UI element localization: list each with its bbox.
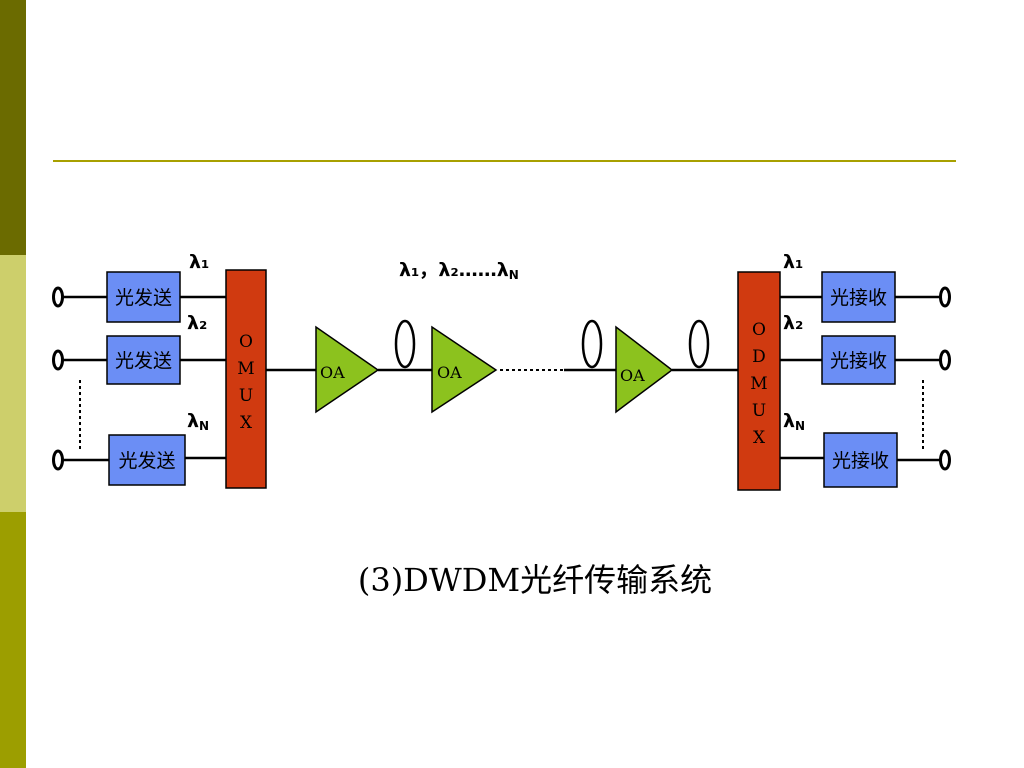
lambda-2-rx: λ₂ — [783, 312, 803, 334]
amplifier-1 — [315, 325, 380, 414]
transmitter-2-label: 光发送 — [115, 350, 172, 372]
odmux-letter: O — [752, 320, 766, 340]
sidebar-top — [0, 0, 26, 255]
receiver-1 — [821, 271, 896, 323]
rx-terminal-2 — [939, 349, 951, 371]
amplifier-3-label: OA — [620, 366, 645, 385]
tx-terminal-2 — [52, 349, 64, 371]
amplifier-2 — [431, 325, 498, 414]
omux-block — [225, 269, 267, 489]
tx-terminal-1 — [52, 286, 64, 308]
amplifier-2-label: OA — [437, 363, 462, 382]
figure-caption: (3)DWDM光纤传输系统 — [357, 561, 713, 599]
lambda-2-tx: λ₂ — [187, 312, 207, 334]
transmitter-2 — [106, 335, 181, 385]
receiver-n — [823, 432, 898, 488]
transmitter-n — [108, 434, 186, 486]
rx-terminal-1 — [939, 286, 951, 308]
title-divider — [53, 160, 956, 162]
tx-terminal-n — [52, 449, 64, 471]
lambda-1-tx: λ₁ — [189, 251, 209, 273]
odmux-letter: M — [750, 374, 767, 394]
lambda-1-rx: λ₁ — [783, 251, 803, 273]
amplifier-1-label: OA — [320, 363, 345, 382]
fiber-spool-1 — [394, 319, 416, 369]
odmux-letter: U — [752, 401, 766, 421]
fiber-spool-3 — [688, 319, 710, 369]
sidebar-mid — [0, 255, 26, 512]
receiver-2 — [821, 335, 896, 385]
transmitter-1 — [106, 271, 181, 323]
odmux-letter: D — [752, 347, 766, 367]
slide-sidebar — [0, 0, 26, 768]
receiver-1-label: 光接收 — [830, 287, 887, 309]
omux-letter: O — [239, 332, 253, 352]
lambda-n-rx: λN — [783, 410, 805, 433]
omux-letter: M — [237, 359, 254, 379]
transmitter-n-label: 光发送 — [118, 450, 175, 472]
fiber-spool-2 — [581, 319, 603, 369]
sidebar-bottom — [0, 512, 26, 768]
lambda-combined: λ₁，λ₂……λN — [399, 259, 519, 282]
receiver-n-label: 光接收 — [832, 450, 889, 472]
omux-letter: U — [239, 386, 253, 406]
omux-letter: X — [240, 413, 253, 433]
lambda-n-tx: λN — [187, 410, 209, 433]
odmux-block — [737, 271, 781, 491]
amplifier-3 — [615, 325, 674, 414]
transmitter-1-label: 光发送 — [115, 287, 172, 309]
receiver-2-label: 光接收 — [830, 350, 887, 372]
odmux-letter: X — [753, 428, 766, 448]
rx-terminal-n — [939, 449, 951, 471]
